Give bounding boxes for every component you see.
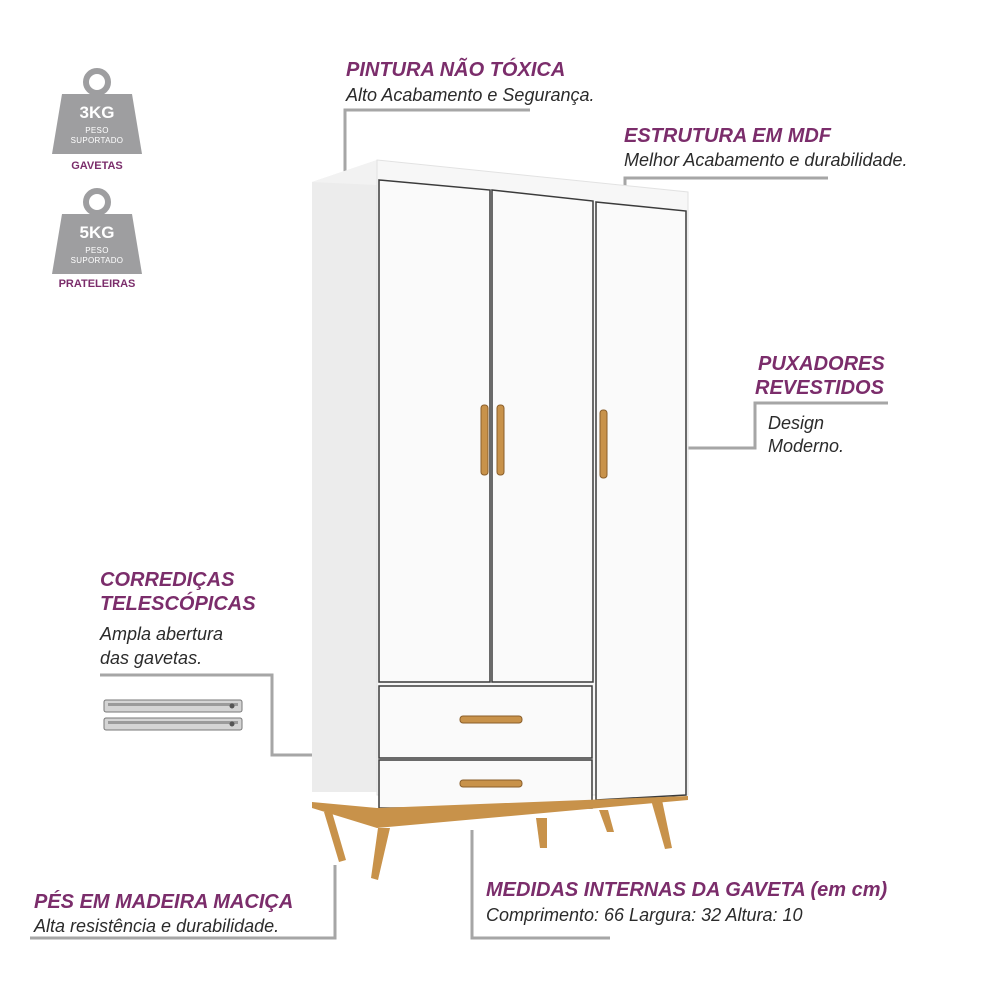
badge-line1: PESO (85, 246, 109, 255)
badge-line1: PESO (85, 126, 109, 135)
handles-subtitle-line1: Design (768, 413, 825, 433)
badge-line2: SUPORTADO (70, 136, 124, 145)
slides-title-line1: CORREDIÇAS (100, 569, 235, 591)
feet-subtitle: Alta resistência e durabilidade. (34, 916, 280, 936)
badge-caption: PRATELEIRAS (58, 278, 136, 290)
feet-title: PÉS EM MADEIRA MACIÇA (34, 891, 294, 913)
badge-caption: GAVETAS (71, 160, 123, 172)
badge-line2: SUPORTADO (70, 256, 124, 265)
telescopic-slide-icon (103, 699, 243, 731)
structure-subtitle: Melhor Acabamento e durabilidade. (624, 150, 908, 170)
structure-title: ESTRUTURA EM MDF (624, 125, 832, 147)
slides-subtitle-line1: Ampla abertura (100, 624, 224, 644)
callout-lines (30, 108, 888, 940)
handles-title-line2: REVESTIDOS (755, 377, 884, 399)
slides-title-line2: TELESCÓPICAS (100, 593, 256, 615)
weight-icon (52, 68, 142, 154)
drawer-title: MEDIDAS INTERNAS DA GAVETA (em cm) (486, 879, 888, 901)
weight-icon (52, 188, 142, 274)
slides-subtitle-line2: das gavetas. (100, 648, 203, 668)
badge-weight: 3KG (79, 103, 115, 122)
drawer-subtitle: Comprimento: 66 Largura: 32 Altura: 10 (486, 905, 803, 925)
badge-weight: 5KG (79, 223, 115, 242)
paint-title: PINTURA NÃO TÓXICA (346, 59, 566, 81)
handles-subtitle-line2: Moderno. (768, 436, 845, 456)
paint-subtitle: Alto Acabamento e Segurança. (346, 85, 595, 105)
handles-title-line1: PUXADORES (758, 353, 885, 375)
